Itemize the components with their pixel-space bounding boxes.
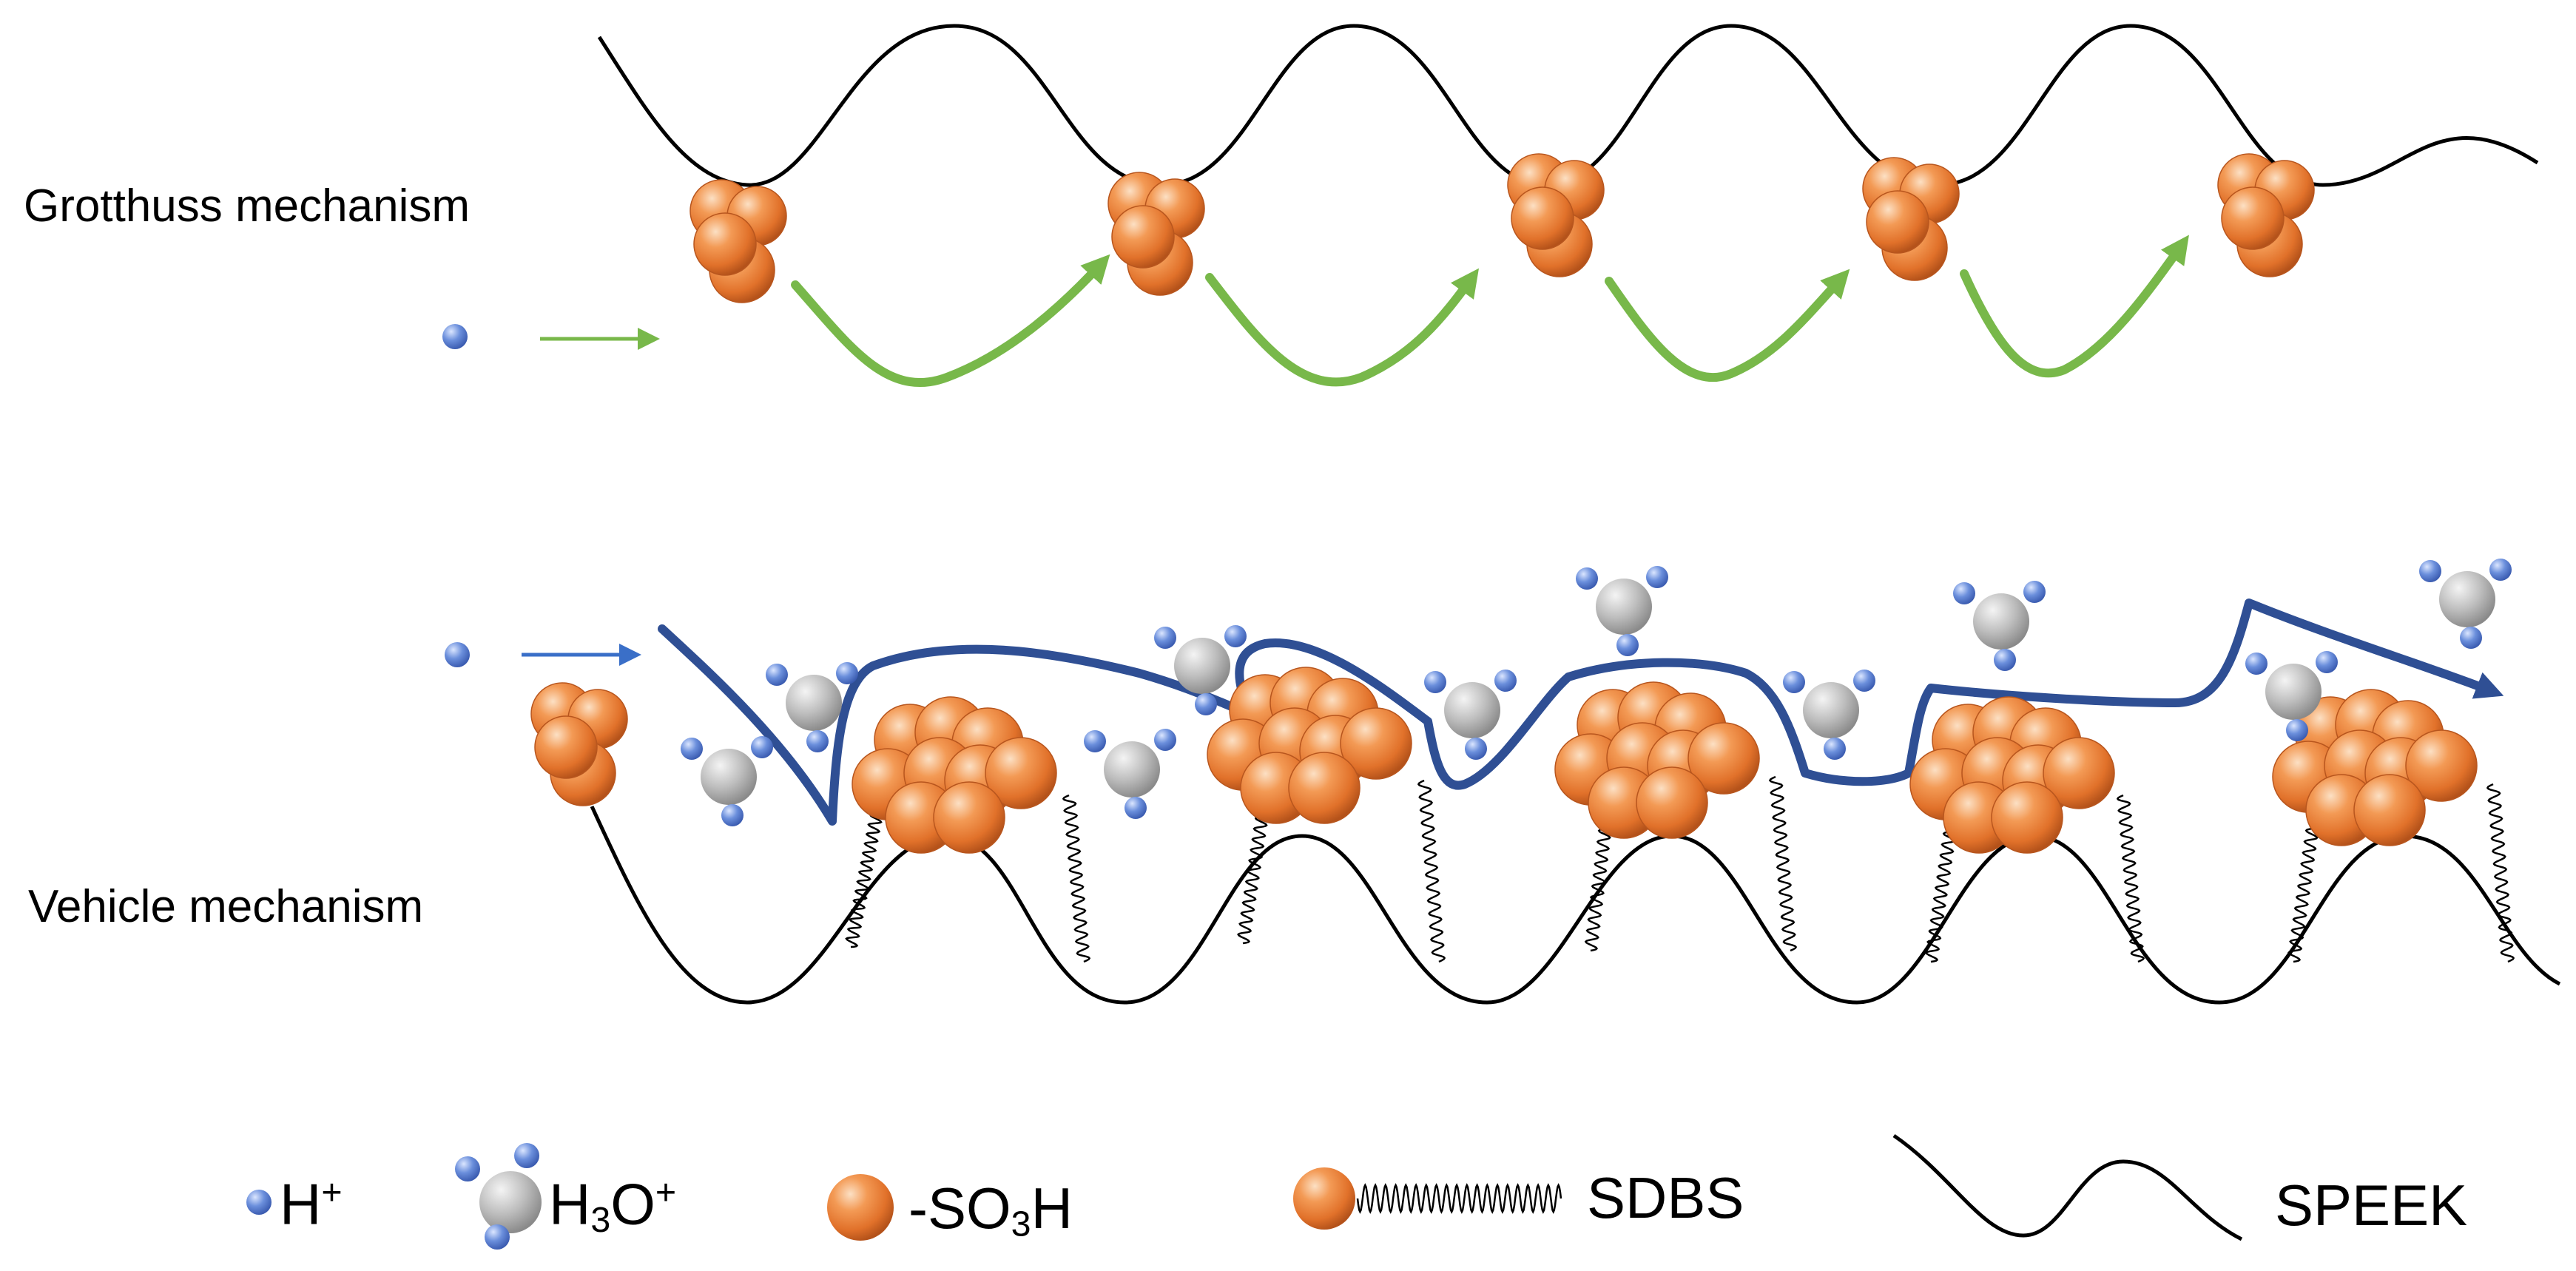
sdbs-tail — [1237, 794, 1271, 945]
legend-hydronium-label: H3O+ — [549, 1171, 677, 1241]
sulfonic-cluster — [2217, 153, 2315, 277]
sdbs-tail — [2287, 805, 2322, 963]
sulfonic-cluster — [1107, 172, 1205, 296]
proton-icon — [246, 1190, 272, 1215]
sdbs-tail — [1417, 779, 1446, 963]
sdbs-micelle — [852, 696, 1057, 854]
grotthuss-label: Grotthuss mechanism — [24, 181, 470, 232]
sdbs-micelle — [1207, 667, 1412, 824]
proton — [445, 642, 470, 667]
sdbs-tail — [1925, 809, 1959, 963]
molecules-layer — [442, 153, 2515, 963]
sdbs-tail — [1768, 775, 1798, 952]
legend-sdbs-label: SDBS — [1587, 1165, 1744, 1230]
sdbs-tail — [1062, 794, 1091, 963]
sulfonic-cluster — [530, 682, 628, 806]
sdbs-icon — [1293, 1167, 1562, 1230]
sulfonic-cluster — [689, 179, 787, 303]
grotthuss-hop-arrow — [1960, 235, 2189, 378]
sdbs-tail — [2116, 794, 2145, 963]
vehicle-label: Vehicle mechanism — [28, 881, 424, 932]
hydronium-molecule — [1576, 566, 1668, 656]
hydronium-molecule — [1953, 581, 2046, 671]
hydronium-molecule — [1084, 729, 1176, 819]
sulfonic-cluster — [1862, 157, 1960, 281]
hydronium-icon — [455, 1143, 542, 1250]
sdbs-micelle — [1554, 681, 1760, 839]
vehicle-transport-arrow — [658, 599, 2504, 826]
speek-chain-bottom — [590, 805, 2561, 1005]
legend-speek-label: SPEEK — [2275, 1173, 2468, 1238]
speek-chain-icon — [1892, 1133, 2243, 1241]
sdbs-micelle — [1909, 696, 2115, 854]
hydronium-molecule — [766, 662, 858, 752]
hydronium-molecule — [681, 736, 773, 826]
legend-proton-label: H+ — [280, 1171, 343, 1237]
hydronium-molecule — [1154, 625, 1247, 715]
grotthuss-hop-arrow — [791, 254, 1110, 388]
grotthuss-hop-arrow — [1605, 269, 1850, 382]
legend-sulfonic-label: -SO3H — [908, 1176, 1073, 1244]
sulfonic-group-icon — [827, 1174, 894, 1241]
grotthuss-hop-arrows — [791, 235, 2189, 388]
grotthuss-hop-arrow — [1205, 268, 1480, 387]
legend-graphics — [246, 1133, 2243, 1250]
sdbs-tail — [845, 812, 883, 948]
sulfonic-cluster — [1507, 153, 1605, 277]
proton — [442, 324, 468, 349]
sdbs-tail — [2486, 783, 2515, 963]
hydronium-molecule — [1783, 670, 1875, 760]
sdbs-micelle — [2272, 689, 2478, 846]
hydronium-molecule — [2245, 651, 2338, 741]
hydronium-molecule — [2419, 559, 2512, 649]
hydronium-molecule — [1424, 670, 1517, 760]
